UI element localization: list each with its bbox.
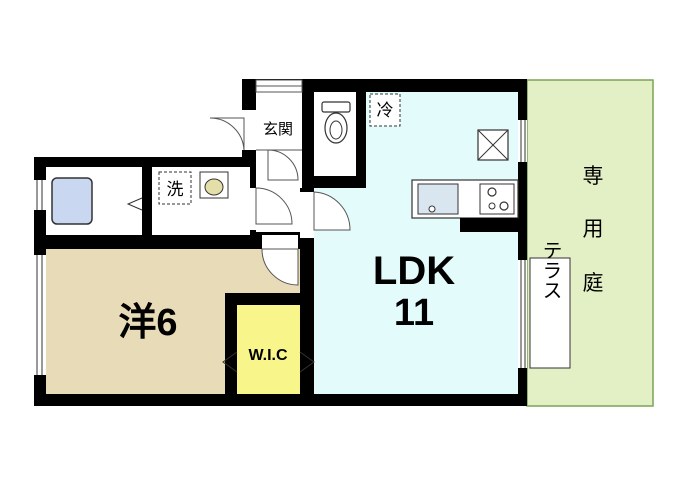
wic-door-left-icon (222, 351, 238, 373)
fridge-label: 冷 (377, 101, 394, 120)
door-arc-toilet (267, 149, 299, 181)
terrace-label: テラス (539, 240, 561, 300)
bathtub-icon (51, 177, 93, 225)
range-hood-icon (477, 129, 509, 161)
wic-room (237, 305, 300, 394)
window-east-ldk (518, 260, 527, 368)
window-north-entrance (255, 79, 303, 93)
entrance-label: 玄関 (263, 121, 293, 138)
kitchen-sink-icon (417, 183, 459, 215)
wic-label: W.I.C (248, 347, 288, 364)
garden-label-char-1: 専 (583, 165, 604, 188)
wall-toilet-right (356, 92, 366, 178)
wall-entrance-right (302, 92, 314, 188)
western-room-label: 洋6 (118, 302, 177, 344)
garden-label-char-3: 庭 (583, 272, 604, 295)
window-west-room (34, 255, 46, 375)
stove-icon (479, 183, 515, 215)
toilet-icon (321, 101, 351, 144)
wall-entrance-left (250, 92, 256, 242)
window-west-bath (34, 180, 46, 210)
door-arc-ldk (313, 191, 351, 231)
wall-wic-top (225, 293, 314, 305)
wall-wic-left (225, 305, 237, 394)
washroom-label: 洗 (167, 180, 184, 199)
wall-bath-divider (142, 167, 152, 235)
door-opening-ldk (300, 192, 314, 238)
door-opening-wash (250, 188, 256, 230)
ldk-size: 11 (394, 292, 434, 334)
counter-wall (460, 218, 518, 232)
wic-door-right-icon (299, 351, 315, 373)
terrace-area (529, 257, 571, 369)
washer-spot (158, 171, 192, 205)
wall-toilet-bottom (302, 176, 366, 188)
door-arc-entrance (209, 117, 245, 151)
garden-label-char-2: 用 (583, 218, 604, 241)
wall-ldk-left (300, 188, 314, 394)
bath-door-icon (126, 197, 143, 211)
door-opening-western (262, 235, 298, 249)
ldk-label: LDK (373, 249, 455, 293)
fridge-spot (369, 93, 401, 127)
door-arc-wash (255, 187, 293, 225)
window-east-kitchen (518, 120, 527, 162)
door-arc-western (261, 248, 299, 286)
wall-wash-bottom (46, 235, 314, 249)
